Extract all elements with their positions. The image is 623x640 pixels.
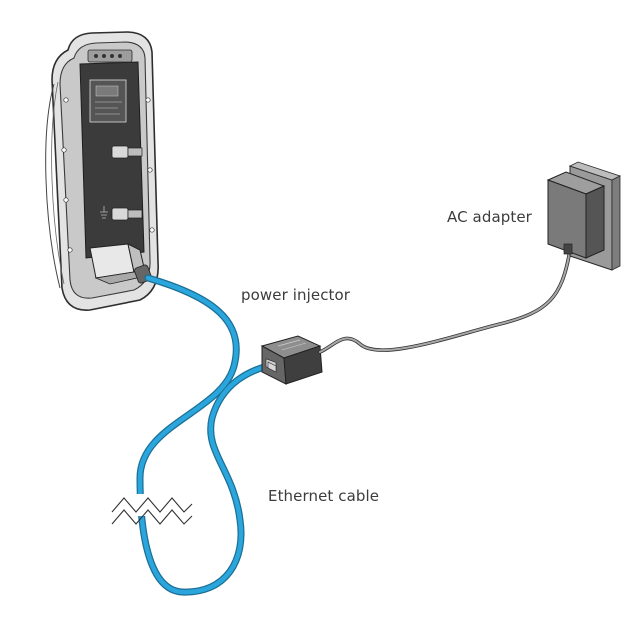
ethernet-cable-label: Ethernet cable: [268, 487, 379, 505]
power-injector-label: power injector: [241, 286, 350, 304]
outdoor-radio-device: [46, 32, 159, 310]
antenna-connector-top: [112, 146, 142, 158]
power-cord: [320, 250, 570, 352]
ac-adapter-label: AC adapter: [447, 208, 532, 226]
power-injector: [262, 336, 322, 384]
cable-break-symbol: [112, 494, 192, 524]
ac-adapter: [548, 162, 620, 270]
ethernet-cable: [140, 278, 268, 592]
antenna-connector-bottom: [112, 208, 142, 220]
